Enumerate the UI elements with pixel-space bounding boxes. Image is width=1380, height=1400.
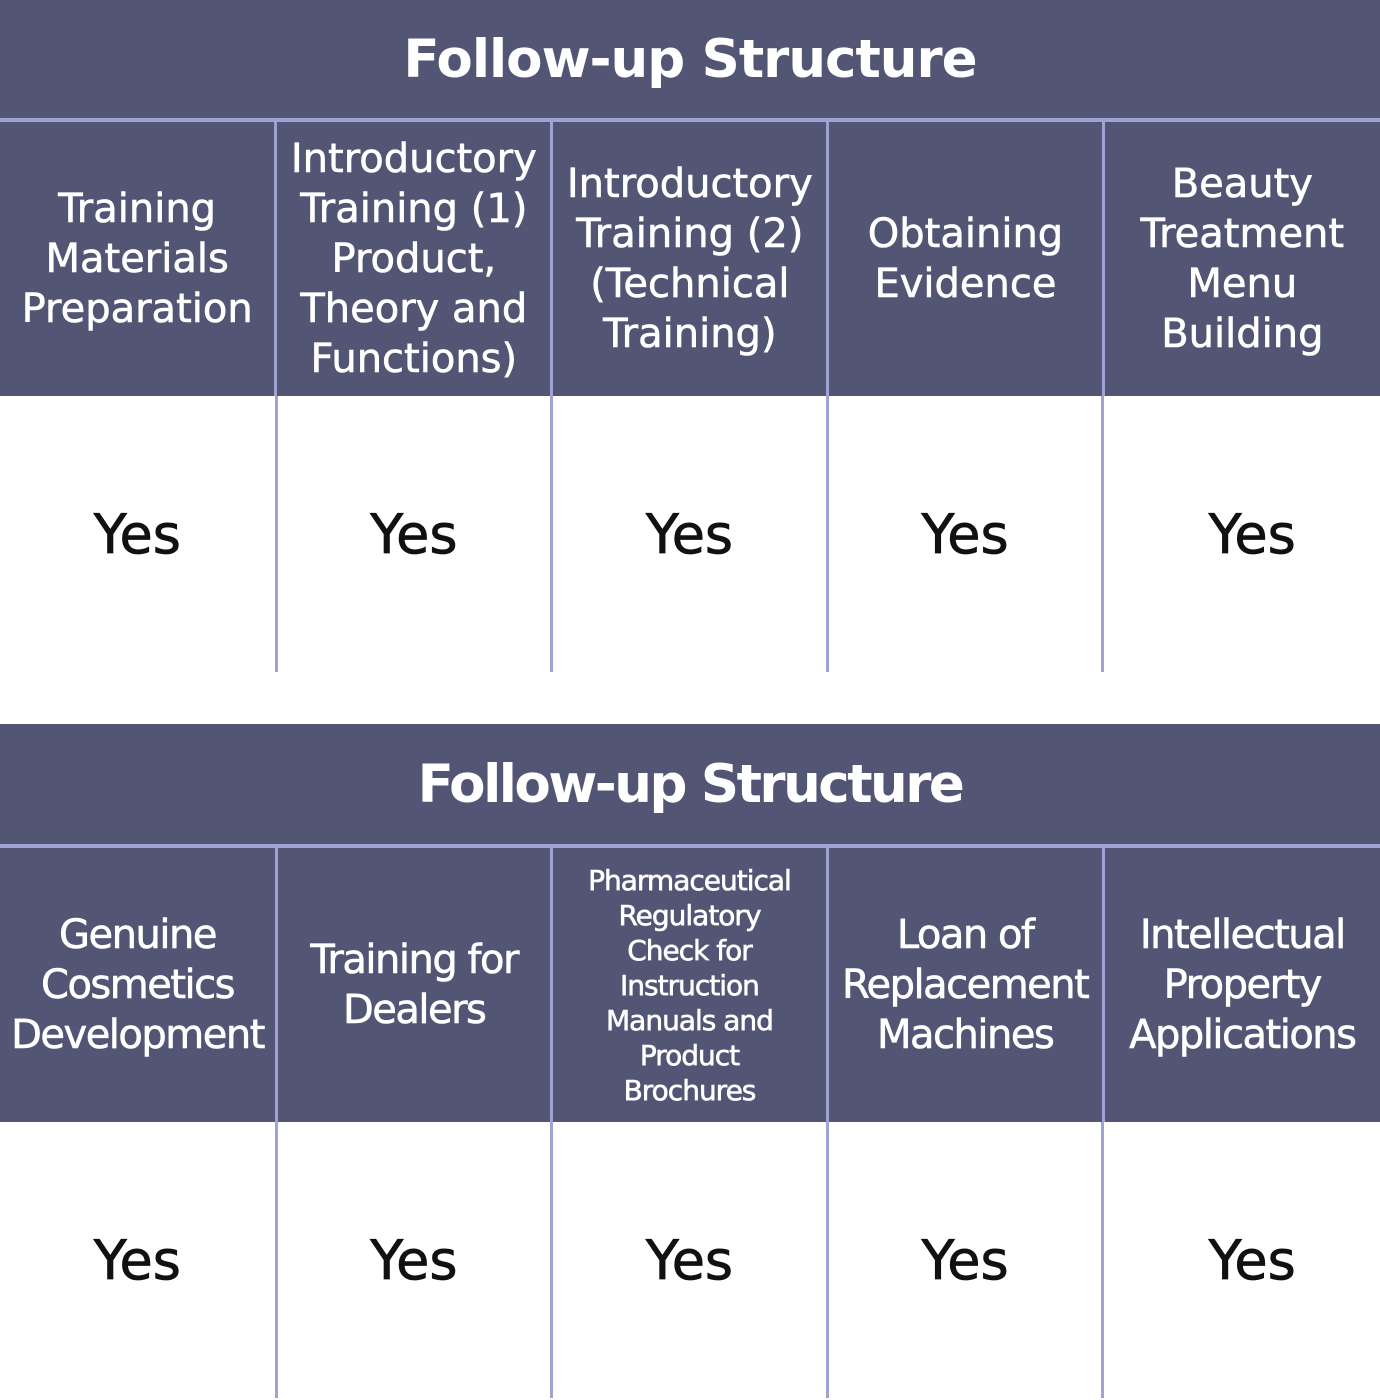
value-row: Yes Yes Yes Yes Yes <box>0 396 1380 672</box>
value-row: Yes Yes Yes Yes Yes <box>0 1122 1380 1398</box>
value-cell: Yes <box>1104 396 1380 672</box>
value-cell: Yes <box>553 1122 829 1398</box>
value-cell: Yes <box>0 396 278 672</box>
header-introductory-training-1: Introductory Training (1) Product, Theor… <box>290 136 537 383</box>
header-cell: Genuine Cosmetics Development <box>0 848 278 1122</box>
header-training-materials-preparation: Training Materials Preparation <box>21 186 253 333</box>
header-row: Training Materials Preparation Introduct… <box>0 122 1380 396</box>
value-cell: Yes <box>829 396 1105 672</box>
header-row: Genuine Cosmetics Development Training f… <box>0 848 1380 1122</box>
value-yes: Yes <box>1208 502 1296 566</box>
value-cell: Yes <box>278 396 554 672</box>
value-yes: Yes <box>921 1228 1009 1292</box>
value-cell: Yes <box>0 1122 278 1398</box>
header-cell: Beauty Treatment Menu Building <box>1105 122 1380 396</box>
header-cell: Obtaining Evidence <box>829 122 1105 396</box>
header-intellectual-property-applications: Intellectual Property Applications <box>1129 912 1357 1059</box>
follow-up-table-1: Follow-up Structure Training Materials P… <box>0 0 1380 676</box>
value-cell: Yes <box>829 1122 1105 1398</box>
header-obtaining-evidence: Obtaining Evidence <box>867 211 1064 308</box>
value-yes: Yes <box>645 1228 734 1292</box>
header-introductory-training-2: Introductory Training (2) (Technical Tra… <box>566 161 813 358</box>
follow-up-table-2: Follow-up Structure Genuine Cosmetics De… <box>0 724 1380 1400</box>
header-pharmaceutical-regulatory-check: Pharmaceutical Regulatory Check for Inst… <box>588 863 792 1107</box>
header-loan-of-replacement-machines: Loan of Replacement Machines <box>841 912 1090 1059</box>
table-title: Follow-up Structure <box>0 0 1380 122</box>
value-yes: Yes <box>921 502 1009 566</box>
value-yes: Yes <box>93 502 181 566</box>
value-cell: Yes <box>553 396 829 672</box>
header-cell: Pharmaceutical Regulatory Check for Inst… <box>553 848 829 1122</box>
header-training-for-dealers: Training for Dealers <box>310 937 520 1034</box>
header-genuine-cosmetics-development: Genuine Cosmetics Development <box>11 912 266 1059</box>
header-beauty-treatment-menu-building: Beauty Treatment Menu Building <box>1140 161 1345 358</box>
header-cell: Introductory Training (1) Product, Theor… <box>277 122 554 396</box>
value-cell: Yes <box>1104 1122 1380 1398</box>
value-cell: Yes <box>278 1122 554 1398</box>
header-cell: Training Materials Preparation <box>0 122 278 396</box>
header-cell: Intellectual Property Applications <box>1105 848 1380 1122</box>
value-yes: Yes <box>370 502 458 566</box>
header-cell: Introductory Training (2) (Technical Tra… <box>553 122 830 396</box>
value-yes: Yes <box>93 1228 181 1292</box>
header-cell: Training for Dealers <box>278 848 554 1122</box>
value-yes: Yes <box>1208 1228 1296 1292</box>
value-yes: Yes <box>370 1228 458 1292</box>
value-yes: Yes <box>645 502 734 566</box>
table-title: Follow-up Structure <box>0 724 1380 848</box>
header-cell: Loan of Replacement Machines <box>829 848 1105 1122</box>
